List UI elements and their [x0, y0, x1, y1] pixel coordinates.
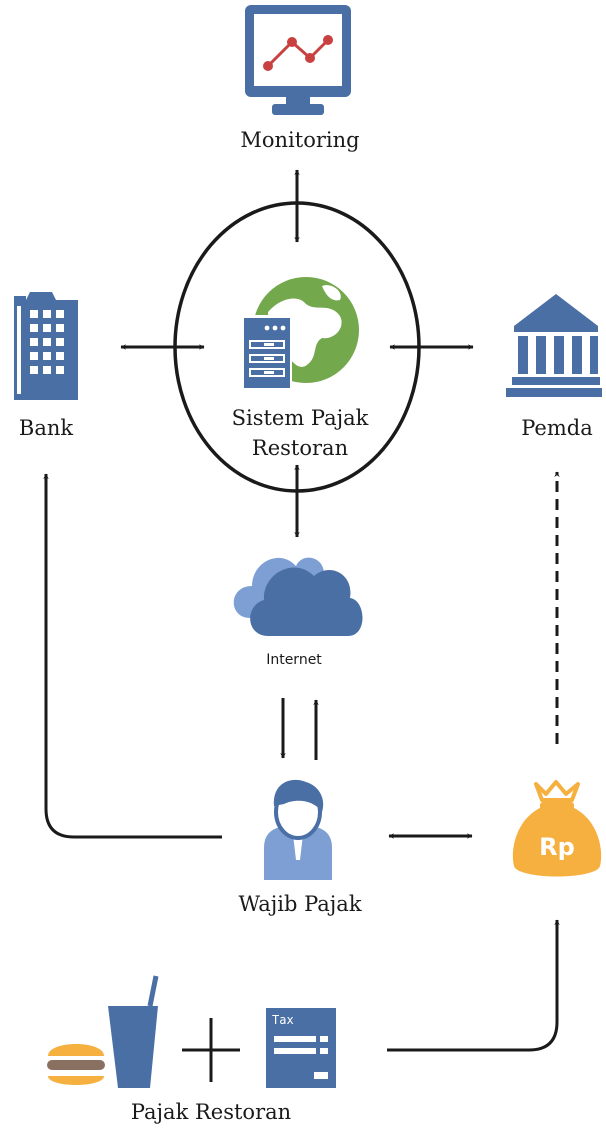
monitoring-label: Monitoring: [240, 128, 359, 152]
government-building-icon: [506, 294, 602, 397]
internet-label: Internet: [266, 652, 322, 668]
tax-form-icon: Tax: [266, 1008, 336, 1088]
money-bag-text: Rp: [539, 833, 575, 861]
pajak-restoran-label: Pajak Restoran: [131, 1100, 291, 1124]
wajib-pajak-label: Wajib Pajak: [238, 892, 361, 916]
monitor-chart-icon: [245, 5, 351, 115]
burger-icon: [47, 1044, 105, 1085]
tax-form-text: Tax: [272, 1013, 294, 1027]
server-globe-icon: [240, 277, 359, 389]
drink-cup-icon: [108, 975, 159, 1088]
bank-building-icon: [14, 292, 78, 400]
plus-icon: [182, 1018, 240, 1082]
cloud-icon: [233, 557, 363, 636]
system-label-line2: Restoran: [252, 436, 348, 460]
bank-label: Bank: [19, 416, 73, 440]
arrow-wajib-bank: [43, 473, 222, 839]
person-icon: [264, 779, 332, 880]
system-label-line1: Sistem Pajak: [232, 406, 369, 430]
money-bag-icon: Rp: [512, 780, 602, 877]
pemda-label: Pemda: [521, 416, 593, 440]
arrow-restoran-money: [387, 919, 560, 1052]
